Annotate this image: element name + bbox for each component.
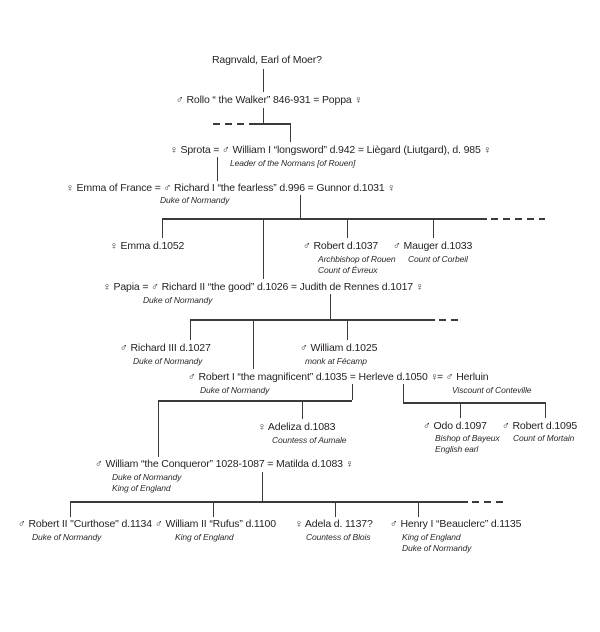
- person-robert1095: ♂ Robert d.1095: [502, 420, 578, 432]
- connector-herluin-children-bar: [403, 402, 545, 404]
- connector-richard1-children-bar: [162, 218, 487, 220]
- connector-drop-odo: [460, 402, 461, 418]
- person-william1-subtitle: Leader of the Normans [of Rouen]: [230, 158, 356, 168]
- connector-herluin-down: [403, 384, 404, 402]
- connector-williamconq-down: [262, 472, 263, 501]
- connector-drop-adeliza: [302, 400, 303, 419]
- person-robert1037-subtitle2: Count of Évreux: [318, 265, 378, 275]
- person-odo-subtitle1: Bishop of Bayeux: [435, 433, 500, 443]
- person-robert1: ♂ Robert I “the magnificent” d.1035 = He…: [188, 371, 439, 383]
- person-ragnvald: Ragnvald, Earl of Moer?: [212, 54, 322, 66]
- person-richard1-subtitle: Duke of Normandy: [160, 195, 230, 205]
- person-mauger-subtitle: Count of Corbeil: [408, 254, 468, 264]
- connector-drop-emma1052: [162, 218, 163, 238]
- person-williamconq-subtitle1: Duke of Normandy: [112, 472, 182, 482]
- connector-ragnvald-rollo: [263, 69, 264, 92]
- connector-richard2-down: [330, 294, 331, 319]
- person-william2: ♂ William II “Rufus” d.1100: [155, 518, 276, 530]
- person-robert1037-subtitle1: Archbishop of Rouen: [318, 254, 396, 264]
- connector-drop-williamconq: [158, 400, 159, 457]
- connector-williamconq-children-dashed: [472, 501, 505, 503]
- person-adela: ♀ Adela d. 1137?: [295, 518, 373, 530]
- person-robert1095-subtitle: Count of Mortain: [513, 433, 575, 443]
- person-richard2-subtitle: Duke of Normandy: [143, 295, 213, 305]
- connector-drop-robert2: [70, 501, 71, 517]
- connector-richard1-down: [300, 195, 301, 218]
- person-robert1-subtitle: Duke of Normandy: [200, 385, 270, 395]
- connector-robert1-children-bar: [158, 400, 352, 402]
- connector-to-william1: [290, 123, 291, 142]
- connector-drop-robert1037: [347, 218, 348, 238]
- person-herluin: = ♂ Herluin: [437, 371, 489, 383]
- person-henry1: ♂ Henry I “Beauclerc” d.1135: [390, 518, 522, 530]
- connector-rollo-children-bar: [252, 123, 291, 125]
- connector-drop-henry1: [418, 501, 419, 517]
- person-robert2-subtitle: Duke of Normandy: [32, 532, 102, 542]
- connector-richard2-children-bar: [190, 319, 435, 321]
- person-adela-subtitle: Countess of Blois: [306, 532, 371, 542]
- person-rollo: ♂ Rollo “ the Walker” 846-931 = Poppa ♀: [176, 94, 363, 106]
- person-adeliza: ♀ Adeliza d.1083: [258, 421, 336, 433]
- person-william1: ♀ Sprota = ♂ William I “longsword” d.942…: [170, 144, 492, 156]
- person-william1025-subtitle: monk at Fécamp: [305, 356, 367, 366]
- person-richard3: ♂ Richard III d.1027: [120, 342, 211, 354]
- connector-rollo-down: [263, 108, 264, 123]
- connector-rollo-children-dashed: [213, 123, 252, 125]
- connector-drop-mauger: [433, 218, 434, 238]
- person-robert2: ♂ Robert II "Curthose" d.1134: [18, 518, 152, 530]
- connector-drop-richard3: [190, 319, 191, 340]
- connector-herleve-down: [352, 384, 353, 400]
- connector-richard1-children-dashed: [491, 218, 545, 220]
- connector-drop-robert1: [253, 319, 254, 369]
- connector-drop-william1025: [347, 319, 348, 340]
- person-odo-subtitle2: English earl: [435, 444, 479, 454]
- person-herluin-subtitle: Viscount of Conteville: [452, 385, 532, 395]
- person-williamconq: ♂ William “the Conqueror” 1028-1087 = Ma…: [95, 458, 354, 470]
- connector-drop-richard2: [263, 218, 264, 279]
- person-robert1037: ♂ Robert d.1037: [303, 240, 379, 252]
- person-william1025: ♂ William d.1025: [300, 342, 378, 354]
- person-mauger: ♂ Mauger d.1033: [393, 240, 473, 252]
- person-emma1052: ♀ Emma d.1052: [110, 240, 185, 252]
- person-henry1-subtitle1: King of England: [402, 532, 461, 542]
- connector-richard2-children-dashed: [439, 319, 463, 321]
- person-odo: ♂ Odo d.1097: [423, 420, 487, 432]
- connector-drop-adela: [335, 501, 336, 517]
- connector-william1-richard1: [217, 157, 218, 181]
- person-adeliza-subtitle: Countess of Aumale: [272, 435, 347, 445]
- connector-williamconq-children-bar: [70, 501, 468, 503]
- person-richard2: ♀ Papia = ♂ Richard II “the good” d.1026…: [103, 281, 424, 293]
- person-williamconq-subtitle2: King of England: [112, 483, 171, 493]
- person-henry1-subtitle2: Duke of Normandy: [402, 543, 472, 553]
- person-richard1: ♀ Emma of France = ♂ Richard I “the fear…: [66, 182, 396, 194]
- connector-drop-robert1095: [545, 402, 546, 418]
- person-richard3-subtitle: Duke of Normandy: [133, 356, 203, 366]
- person-william2-subtitle: King of England: [175, 532, 234, 542]
- connector-drop-william2: [213, 501, 214, 517]
